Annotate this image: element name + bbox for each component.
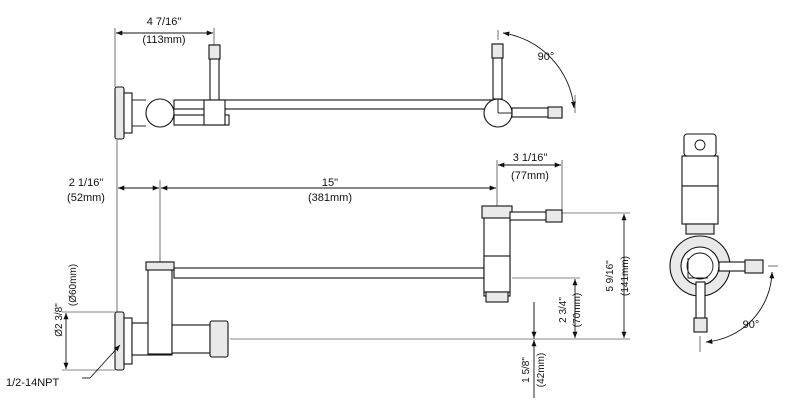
- dim-base-mm: (42mm): [536, 353, 547, 387]
- front-swing-arm: [173, 267, 485, 279]
- dim-top-offset-in: 4 7/16": [147, 16, 182, 28]
- dim-span-mm: (381mm): [308, 192, 352, 204]
- side-view: 90°: [669, 133, 778, 352]
- dim-span-in: 15": [322, 177, 338, 189]
- side-cap-hole-icon: [694, 139, 706, 151]
- front-base-pipe: [171, 324, 211, 354]
- side-top-cap: [683, 133, 717, 157]
- dim-diameter-in: Ø2 3/8": [54, 303, 65, 337]
- front-wall-flange: [114, 311, 125, 371]
- top-flange-neck: [123, 92, 133, 134]
- dim-rotation-side: 90°: [743, 319, 760, 331]
- dim-spout-in: 3 1/16": [513, 152, 548, 164]
- top-view: 4 7/16" (113mm) 90°: [114, 16, 576, 140]
- front-view: 2 1/16" (52mm) 15" (381mm) 3 1/16" (77mm…: [6, 140, 631, 398]
- front-riser: [147, 261, 173, 355]
- dim-left-offset-in: 2 1/16": [69, 177, 104, 189]
- dim-left-offset-mm: (52mm): [67, 192, 105, 204]
- front-base-cap: [209, 320, 229, 358]
- dim-rotation-top: 90°: [538, 51, 555, 63]
- dim-diameter-mm: (Ø60mm): [68, 264, 79, 306]
- dim-top-offset-mm: (113mm): [142, 34, 185, 46]
- dim-height-in: 5 9/16": [605, 260, 616, 292]
- dim-rise-in: 2 3/4": [558, 297, 569, 323]
- thread-callout: 1/2-14NPT: [6, 377, 59, 389]
- dim-rise-mm: (70mm): [572, 293, 583, 327]
- dim-height-mm: (141mm): [620, 256, 631, 296]
- front-spout: [509, 211, 551, 221]
- side-column: [681, 155, 719, 187]
- dim-spout-mm: (77mm): [511, 170, 549, 182]
- dim-base-in: 1 5/8": [521, 357, 532, 383]
- top-arm-lower: [173, 114, 230, 126]
- top-wall-flange: [114, 86, 125, 140]
- front-flange-neck: [123, 317, 133, 365]
- top-elbow-joint: [145, 98, 175, 128]
